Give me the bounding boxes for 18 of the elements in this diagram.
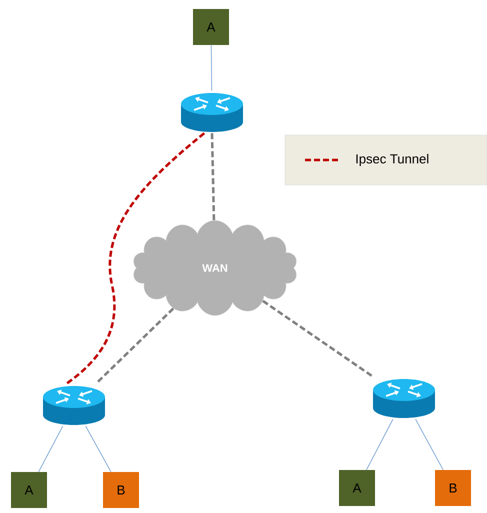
tunnel-line xyxy=(66,132,206,385)
link-line xyxy=(85,426,112,472)
link-line xyxy=(38,426,64,472)
link-line xyxy=(415,418,444,470)
letter-box: A xyxy=(11,472,47,508)
letter-box: A xyxy=(339,470,375,506)
connector-line xyxy=(94,308,174,385)
letter-box: A xyxy=(193,9,229,45)
letter-box: B xyxy=(435,470,471,506)
router-icon xyxy=(373,379,435,418)
router-icon xyxy=(181,93,243,132)
connector-line xyxy=(262,300,374,378)
letter-box: B xyxy=(103,472,139,508)
link-line xyxy=(210,44,212,92)
router-icon xyxy=(43,386,105,425)
link-line xyxy=(366,418,394,470)
legend-label: Ipsec Tunnel xyxy=(356,154,428,166)
connector-line xyxy=(210,133,216,220)
